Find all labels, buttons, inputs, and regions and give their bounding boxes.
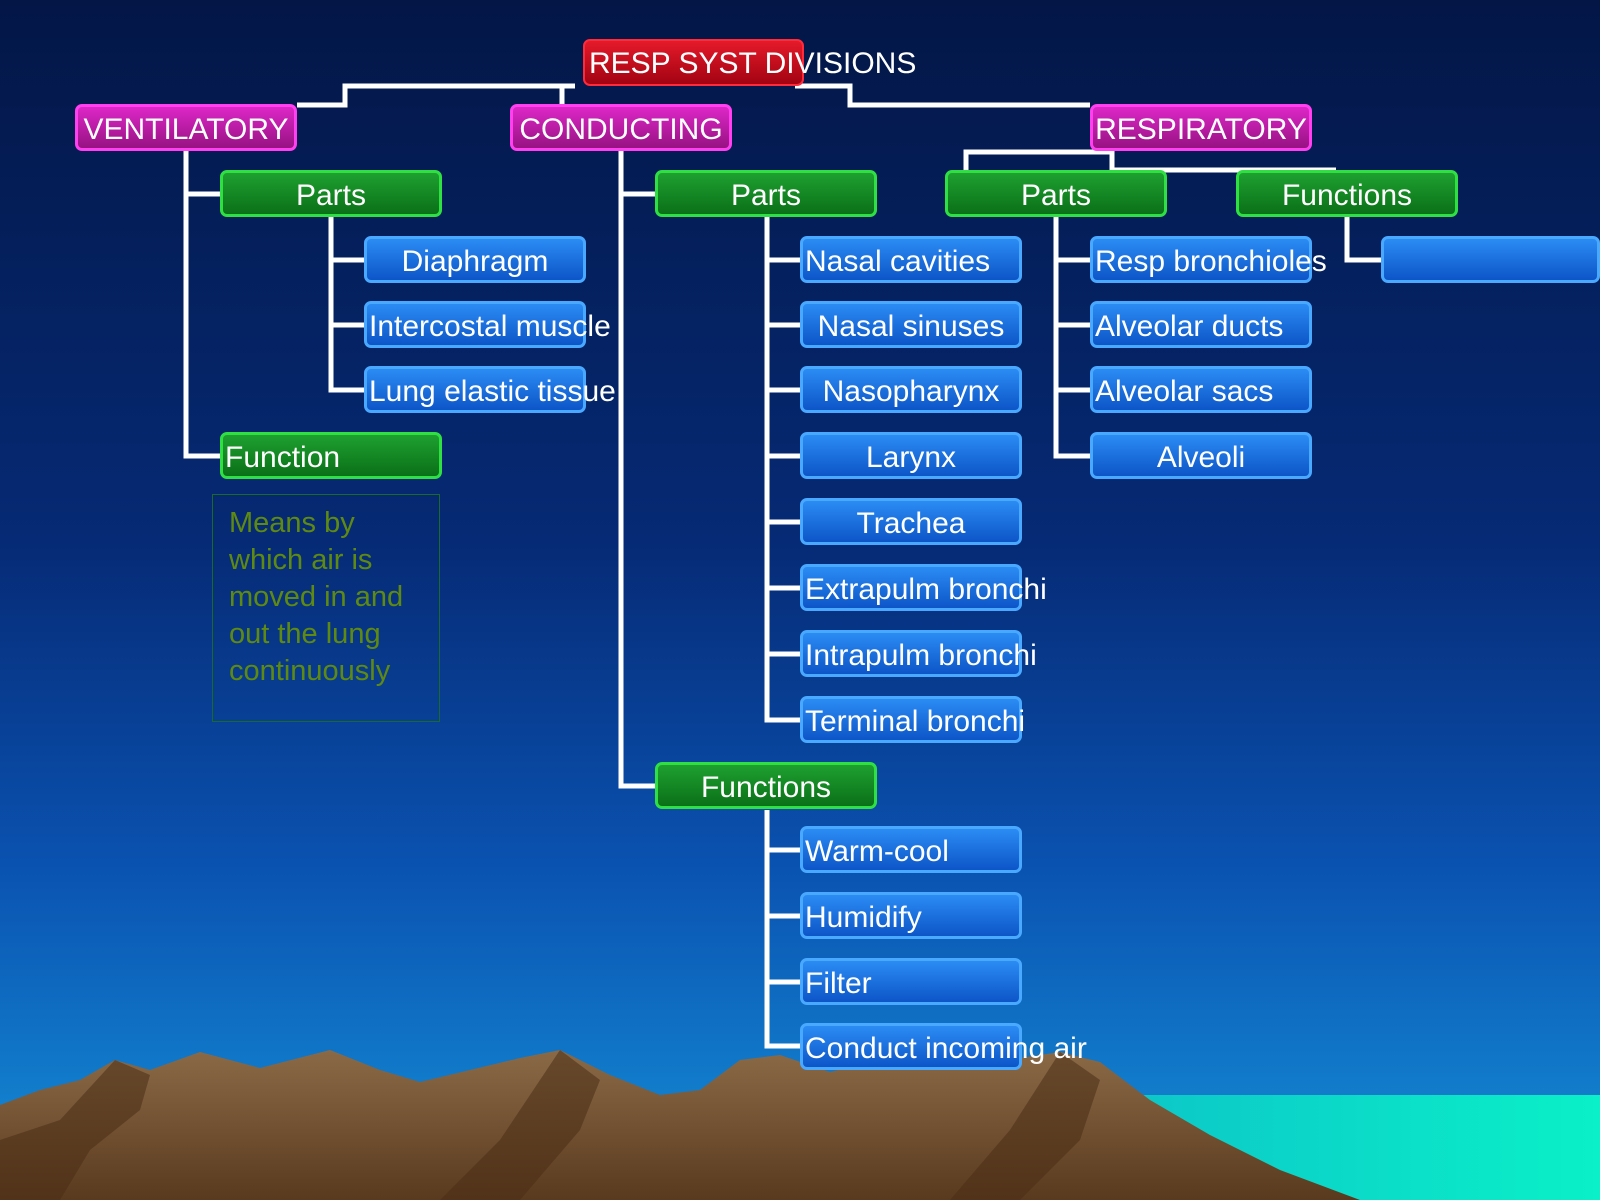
conducting-part-box: Larynx	[800, 432, 1022, 479]
part-trachea: Trachea	[856, 507, 966, 540]
part-alveolar-ducts: Alveolar ducts	[1095, 310, 1284, 343]
part-nasal-sinuses: Nasal sinuses	[817, 310, 1005, 343]
conducting-part-box: Nasal cavities	[800, 236, 1022, 283]
conducting-part-box: Trachea	[800, 498, 1022, 545]
conducting-part-box: Nasopharynx	[800, 366, 1022, 413]
part-larynx: Larynx	[865, 441, 957, 474]
conducting-parts-label: Parts	[730, 179, 802, 212]
respiratory-functions-box: Functions	[1236, 170, 1458, 217]
function-filter: Filter	[805, 967, 872, 1000]
part-nasopharynx: Nasopharynx	[822, 375, 1000, 408]
ventilatory-function-label: Function	[225, 441, 341, 474]
conducting-part-box: Intrapulm bronchi	[800, 630, 1037, 677]
part-nasal-cavities: Nasal cavities	[805, 245, 991, 278]
ventilatory-function-note: Means by which air is moved in and out t…	[212, 494, 440, 722]
conducting-part-box: Extrapulm bronchi	[800, 564, 1047, 611]
function-humidify: Humidify	[805, 901, 922, 934]
diagram-title: RESP SYST DIVISIONS	[589, 47, 917, 80]
part-alveoli: Alveoli	[1156, 441, 1246, 474]
conducting-parts-box: Parts	[655, 170, 877, 217]
respiratory-function-empty-box	[1381, 236, 1600, 283]
part-intrapulm-bronchi: Intrapulm bronchi	[805, 639, 1037, 672]
function-warm-cool: Warm-cool	[805, 835, 949, 868]
respiratory-box: RESPIRATORY	[1090, 104, 1312, 151]
respiratory-functions-label: Functions	[1281, 179, 1413, 212]
part-resp-bronchioles: Resp bronchioles	[1095, 245, 1327, 278]
conducting-function-box: Humidify	[800, 892, 1022, 939]
part-terminal-bronchi: Terminal bronchi	[805, 705, 1026, 738]
conducting-box: CONDUCTING	[510, 104, 732, 151]
root-title-box: RESP SYST DIVISIONS	[583, 39, 917, 86]
respiratory-part-box: Alveolar sacs	[1090, 366, 1312, 413]
respiratory-parts-label: Parts	[1020, 179, 1092, 212]
part-diaphragm: Diaphragm	[401, 245, 549, 278]
respiratory-part-box: Alveoli	[1090, 432, 1312, 479]
part-alveolar-sacs: Alveolar sacs	[1095, 375, 1274, 408]
conducting-functions-label: Functions	[700, 771, 832, 804]
part-extrapulm-bronchi: Extrapulm bronchi	[805, 573, 1047, 606]
ventilatory-part-box: Intercostal muscle	[364, 301, 611, 348]
ventilatory-part-box: Lung elastic tissue	[364, 366, 616, 413]
conducting-part-box: Terminal bronchi	[800, 696, 1026, 743]
mountain-shadow	[0, 1050, 1100, 1200]
ventilatory-label: VENTILATORY	[83, 113, 289, 146]
respiratory-label: RESPIRATORY	[1095, 113, 1307, 146]
conducting-function-box: Filter	[800, 958, 1022, 1005]
conducting-part-box: Nasal sinuses	[800, 301, 1022, 348]
part-intercostal-muscle: Intercostal muscle	[369, 310, 611, 343]
conducting-function-box: Warm-cool	[800, 826, 1022, 873]
conducting-function-box: Conduct incoming air	[800, 1023, 1087, 1070]
ventilatory-parts-label: Parts	[295, 179, 367, 212]
ventilatory-parts-box: Parts	[220, 170, 442, 217]
function-conduct-incoming-air: Conduct incoming air	[805, 1032, 1087, 1065]
respiratory-part-box: Alveolar ducts	[1090, 301, 1312, 348]
ventilatory-box: VENTILATORY	[75, 104, 297, 151]
respiratory-part-box: Resp bronchioles	[1090, 236, 1327, 283]
respiratory-parts-box: Parts	[945, 170, 1167, 217]
ventilatory-part-box: Diaphragm	[364, 236, 586, 283]
part-lung-elastic-tissue: Lung elastic tissue	[369, 375, 616, 408]
ventilatory-function-box: Function	[220, 432, 442, 479]
conducting-functions-box: Functions	[655, 762, 877, 809]
conducting-label: CONDUCTING	[519, 113, 723, 146]
